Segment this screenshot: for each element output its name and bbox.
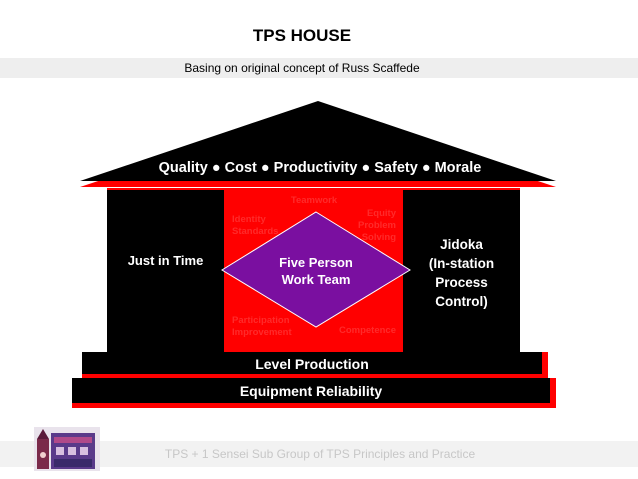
participation-line: Participation — [232, 315, 290, 326]
teamwork-label: Teamwork — [290, 195, 338, 206]
improvement-line: Improvement — [232, 327, 292, 338]
core-line: Work Team — [281, 272, 351, 287]
sensei-logo-icon — [34, 427, 100, 471]
equipment-reliability-band — [72, 378, 550, 403]
roof — [80, 101, 556, 181]
identity-standards-label: Identity Standards — [232, 214, 278, 238]
five-person-diamond — [221, 211, 411, 328]
diagram-title: TPS HOUSE — [252, 26, 352, 45]
participation-improvement-label: Participation Improvement — [232, 315, 292, 339]
diagram-subtitle: Basing on original concept of Russ Scaff… — [184, 61, 420, 75]
jidoka-label: Jidoka (In-station Process Control) — [403, 235, 520, 311]
right-pillar — [403, 190, 520, 352]
standards-line: Standards — [232, 226, 279, 237]
level-production-label: Level Production — [255, 356, 369, 372]
equity-problem-solving-label: Equity Problem Solving — [340, 208, 396, 244]
jidoka-line: (In-station — [428, 256, 495, 271]
level-production-band — [82, 352, 542, 374]
footer-caption: TPS + 1 Sensei Sub Group of TPS Principl… — [164, 447, 476, 461]
footer-band — [0, 441, 638, 467]
solving-line: Solving — [361, 232, 396, 243]
roof-label: Quality ● Cost ● Productivity ● Safety ●… — [158, 160, 482, 176]
competence-label: Competence — [338, 325, 396, 336]
equity-line: Equity — [366, 208, 396, 219]
core-line: Five Person — [279, 255, 353, 270]
jidoka-line: Process — [435, 275, 488, 290]
jidoka-line: Control) — [435, 294, 488, 309]
subtitle-band — [0, 58, 638, 78]
left-pillar — [107, 190, 224, 352]
five-person-work-team-label: Five Person Work Team — [262, 254, 370, 288]
just-in-time-label: Just in Time — [127, 253, 204, 268]
jidoka-line: Jidoka — [440, 237, 483, 252]
equipment-reliability-label: Equipment Reliability — [239, 383, 383, 399]
problem-line: Problem — [357, 220, 396, 231]
identity-line: Identity — [232, 214, 266, 225]
